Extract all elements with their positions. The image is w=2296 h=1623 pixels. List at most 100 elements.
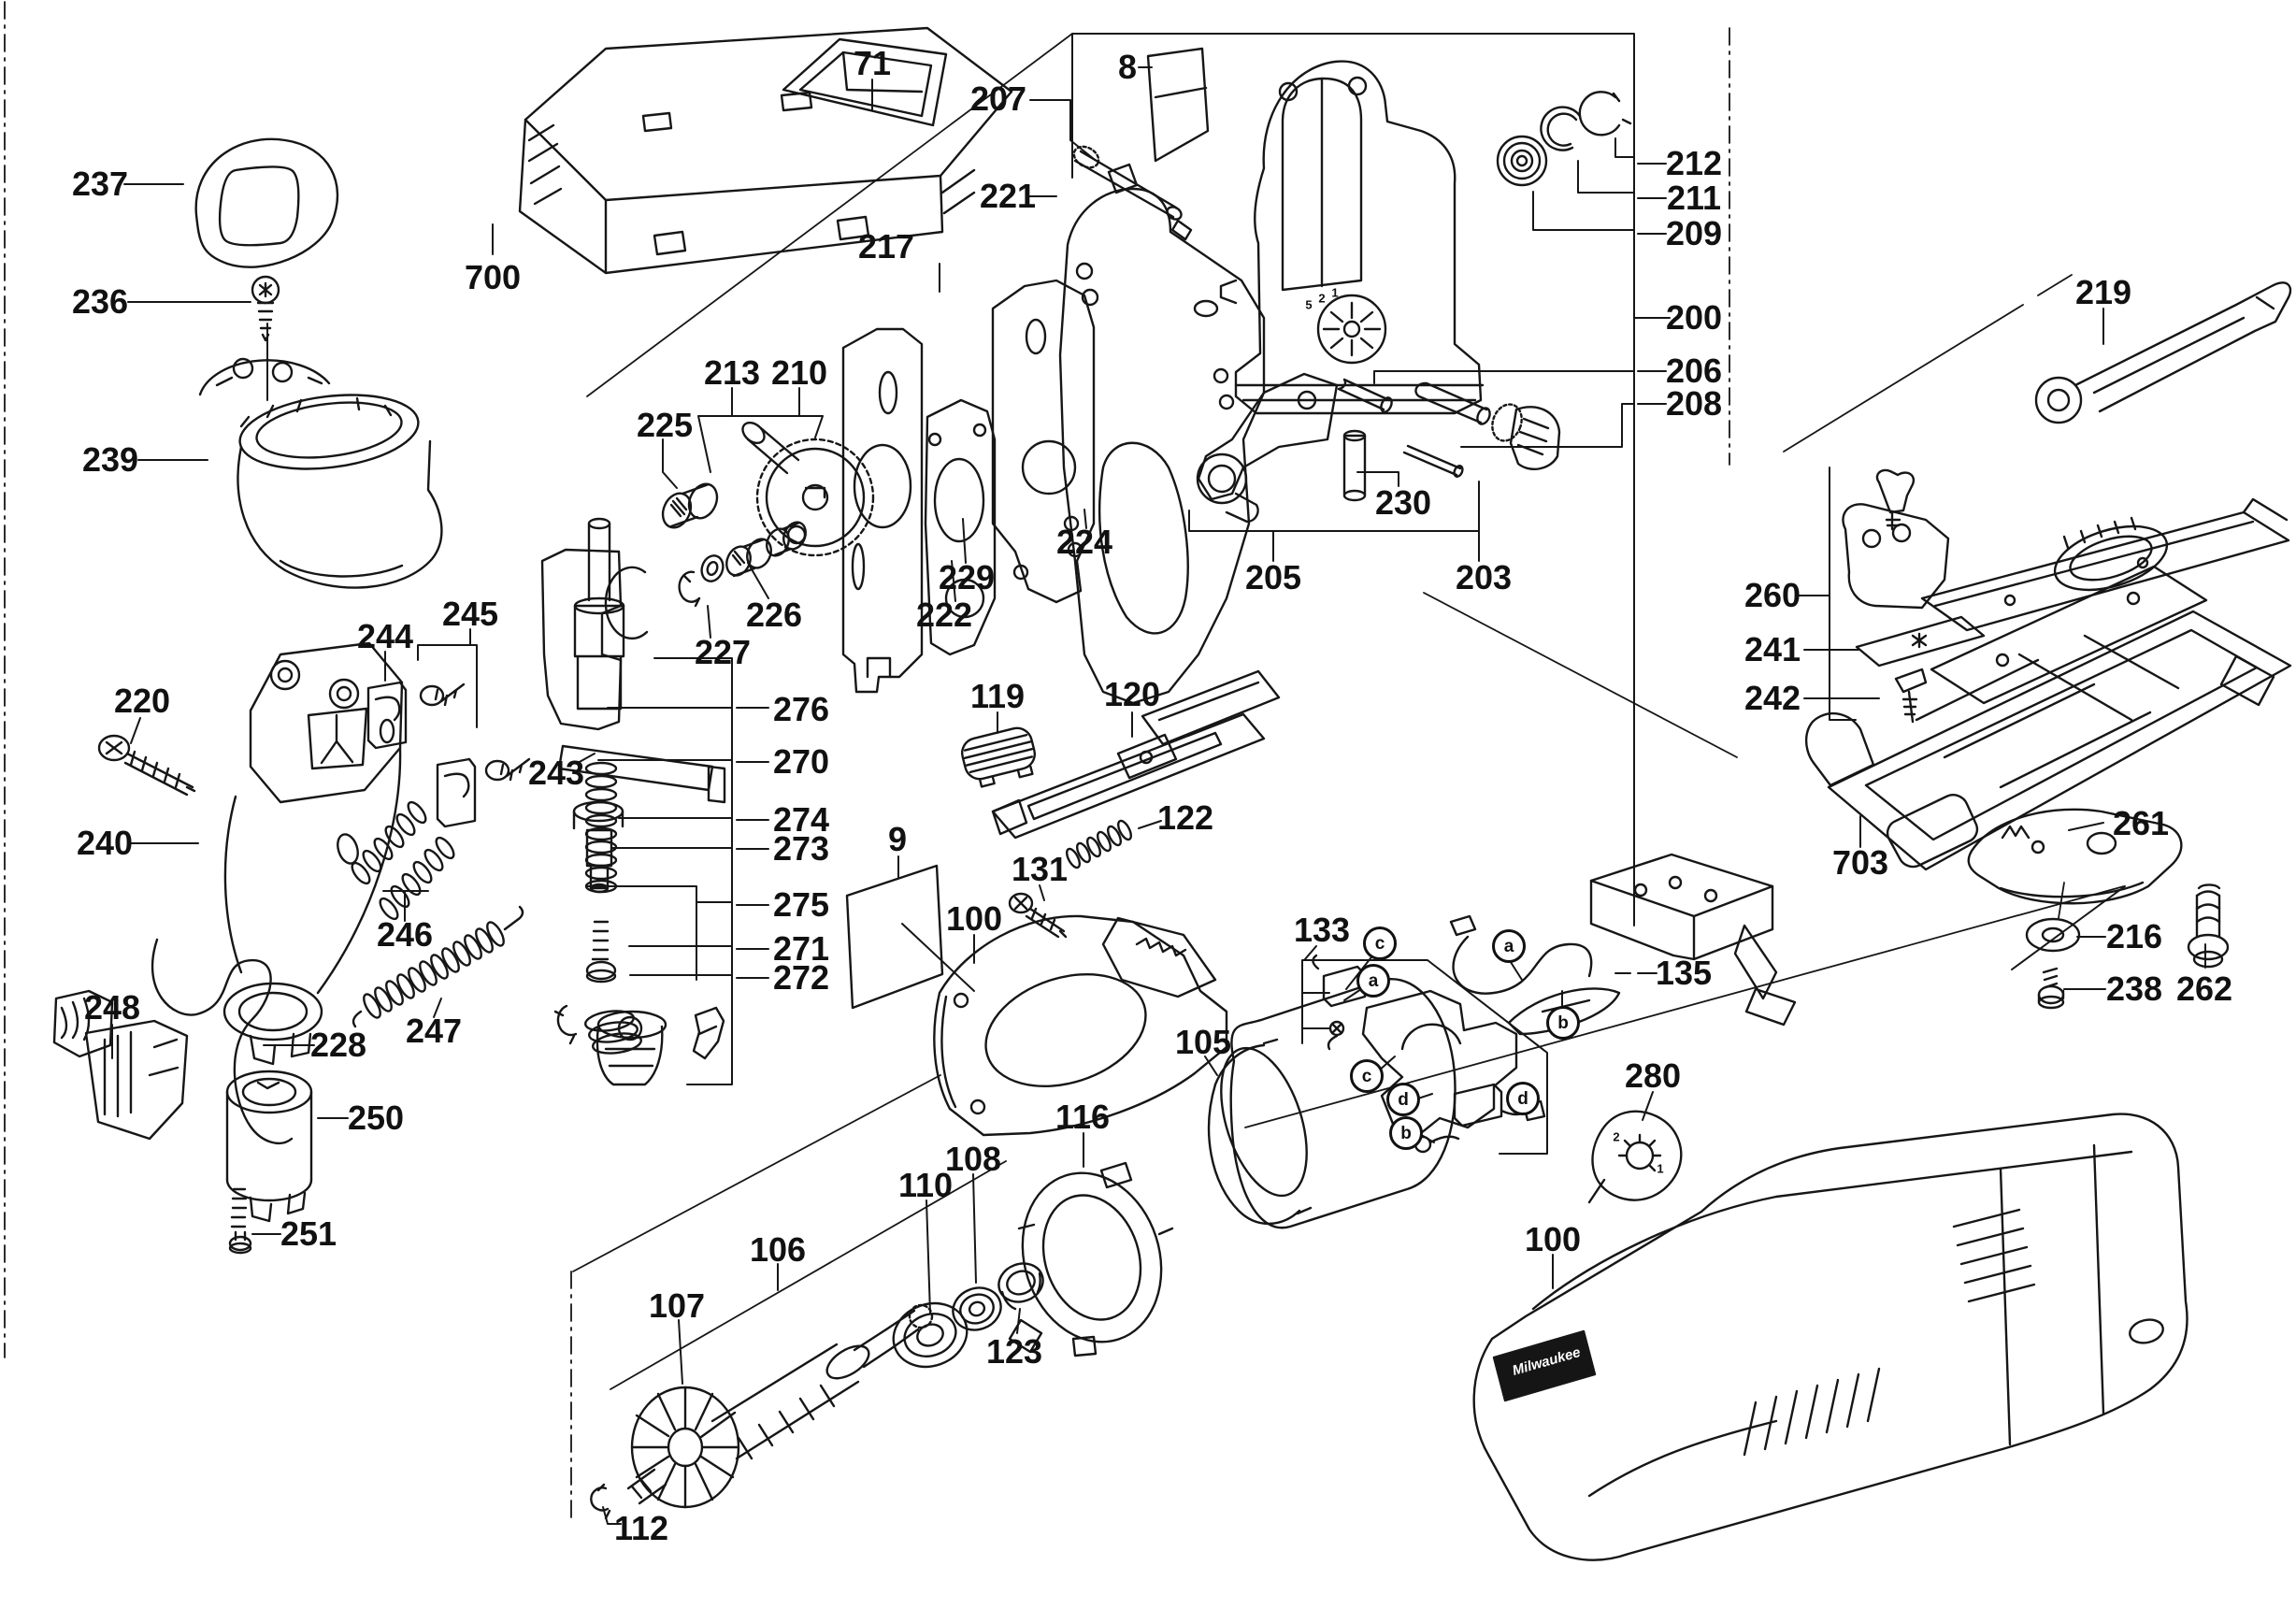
part-275-small-parts xyxy=(553,1004,725,1060)
part-label-206: 206 xyxy=(1665,352,1723,390)
part-label-106: 106 xyxy=(749,1230,807,1269)
part-label-242: 242 xyxy=(1744,679,1801,717)
part-247-long-spring xyxy=(352,905,524,1028)
part-label-203: 203 xyxy=(1455,558,1513,596)
part-229-gasket xyxy=(924,398,997,656)
part-238-screw xyxy=(2037,967,2065,1010)
part-label-107: 107 xyxy=(648,1286,706,1325)
part-246-springs xyxy=(351,800,455,921)
part-label-119: 119 xyxy=(969,677,1026,715)
tiny-mark-dial5: 5 xyxy=(1305,297,1313,312)
part-703-shoe xyxy=(1805,565,2292,871)
part-label-133: 133 xyxy=(1293,911,1351,949)
tiny-mark-trig2: 2 xyxy=(1613,1129,1620,1144)
part-133-brush-holder xyxy=(1312,954,1546,1154)
part-label-251: 251 xyxy=(280,1214,337,1253)
part-label-71: 71 xyxy=(853,44,892,82)
part-label-135: 135 xyxy=(1655,954,1713,992)
part-label-116: 116 xyxy=(1055,1098,1111,1136)
part-250-cylinder xyxy=(225,1070,313,1223)
part-label-100a: 100 xyxy=(945,899,1003,938)
part-label-274: 274 xyxy=(772,800,830,839)
tiny-mark-dial1: 1 xyxy=(1331,285,1339,300)
part-label-262: 262 xyxy=(2175,969,2233,1008)
part-label-240: 240 xyxy=(76,824,134,862)
part-8-label-sheet xyxy=(1146,47,1210,163)
part-122-spring xyxy=(1066,819,1132,869)
part-222-plate xyxy=(841,327,924,694)
callout-letter-c1: c xyxy=(1363,926,1397,960)
part-251-screw xyxy=(228,1187,252,1255)
part-276-plunger-assembly xyxy=(540,517,726,894)
part-220-screw xyxy=(97,734,196,797)
group-133-box xyxy=(1301,945,1548,1155)
part-label-237: 237 xyxy=(71,165,129,203)
part-label-230: 230 xyxy=(1374,483,1432,522)
part-219-wrench xyxy=(2034,281,2292,424)
part-label-112: 112 xyxy=(613,1509,669,1547)
leader-lines xyxy=(111,66,2206,1525)
part-label-245: 245 xyxy=(441,595,499,633)
part-227-rings xyxy=(678,554,725,608)
part-280-trigger xyxy=(1587,1110,1683,1204)
part-260-roller-holder xyxy=(1842,497,2290,632)
part-244-brush-clip xyxy=(366,681,466,750)
part-label-8: 8 xyxy=(1117,48,1138,86)
part-200-gearbox-assembly xyxy=(1219,60,1485,415)
part-242-screw xyxy=(1894,668,1928,724)
part-label-122: 122 xyxy=(1156,798,1214,837)
part-label-211: 211 xyxy=(1666,179,1722,217)
part-272-cap xyxy=(596,1010,667,1086)
part-label-247: 247 xyxy=(405,1012,463,1050)
part-label-228: 228 xyxy=(309,1026,367,1064)
part-label-244: 244 xyxy=(356,617,414,655)
part-label-271: 271 xyxy=(772,929,830,968)
part-label-220: 220 xyxy=(113,682,171,720)
part-260-knob xyxy=(1875,468,1916,531)
part-label-276: 276 xyxy=(772,690,830,728)
part-label-219: 219 xyxy=(2074,273,2132,311)
part-label-212: 212 xyxy=(1665,144,1723,182)
part-228-wire xyxy=(151,938,294,1144)
part-230-pin xyxy=(1342,429,1367,502)
part-label-226: 226 xyxy=(745,596,803,634)
part-206-pin xyxy=(1337,378,1393,413)
part-211-ring xyxy=(1540,106,1582,151)
part-label-225: 225 xyxy=(636,406,694,444)
part-label-272: 272 xyxy=(772,958,830,997)
part-label-224: 224 xyxy=(1055,523,1113,561)
part-131-screw xyxy=(1008,892,1068,939)
part-label-110: 110 xyxy=(897,1166,954,1204)
part-label-236: 236 xyxy=(71,282,129,321)
part-label-105: 105 xyxy=(1174,1023,1232,1061)
callout-letter-c2: c xyxy=(1350,1059,1384,1093)
part-216-washer xyxy=(2025,917,2081,953)
part-261-clamp xyxy=(1967,808,2183,919)
part-label-261: 261 xyxy=(2112,804,2170,842)
part-label-200: 200 xyxy=(1665,298,1723,337)
part-label-246: 246 xyxy=(376,915,434,954)
part-label-108: 108 xyxy=(944,1140,1002,1178)
part-207-counterweight-shaft xyxy=(1072,145,1193,241)
group-205-203-bracket xyxy=(1188,481,1480,562)
part-209-bearing xyxy=(1496,135,1548,187)
part-71-case-insert xyxy=(782,37,948,127)
part-label-210: 210 xyxy=(770,353,828,392)
part-label-250: 250 xyxy=(347,1099,405,1137)
group-213-210-bracket xyxy=(697,387,824,473)
part-label-238: 238 xyxy=(2105,969,2163,1008)
part-label-229: 229 xyxy=(938,558,996,596)
part-241-plate xyxy=(1855,615,1986,668)
part-label-217: 217 xyxy=(857,227,915,266)
part-label-248: 248 xyxy=(83,988,141,1027)
part-label-280: 280 xyxy=(1624,1056,1682,1095)
part-123-sleeve xyxy=(997,1262,1044,1311)
tiny-mark-dial2: 2 xyxy=(1318,291,1326,306)
part-112-eclip xyxy=(590,1483,611,1520)
part-label-227: 227 xyxy=(694,633,752,671)
part-210-gear xyxy=(741,421,875,557)
part-236-screw xyxy=(251,275,280,342)
group-276-bracket xyxy=(653,657,733,1085)
callout-letter-d2: d xyxy=(1506,1082,1540,1115)
